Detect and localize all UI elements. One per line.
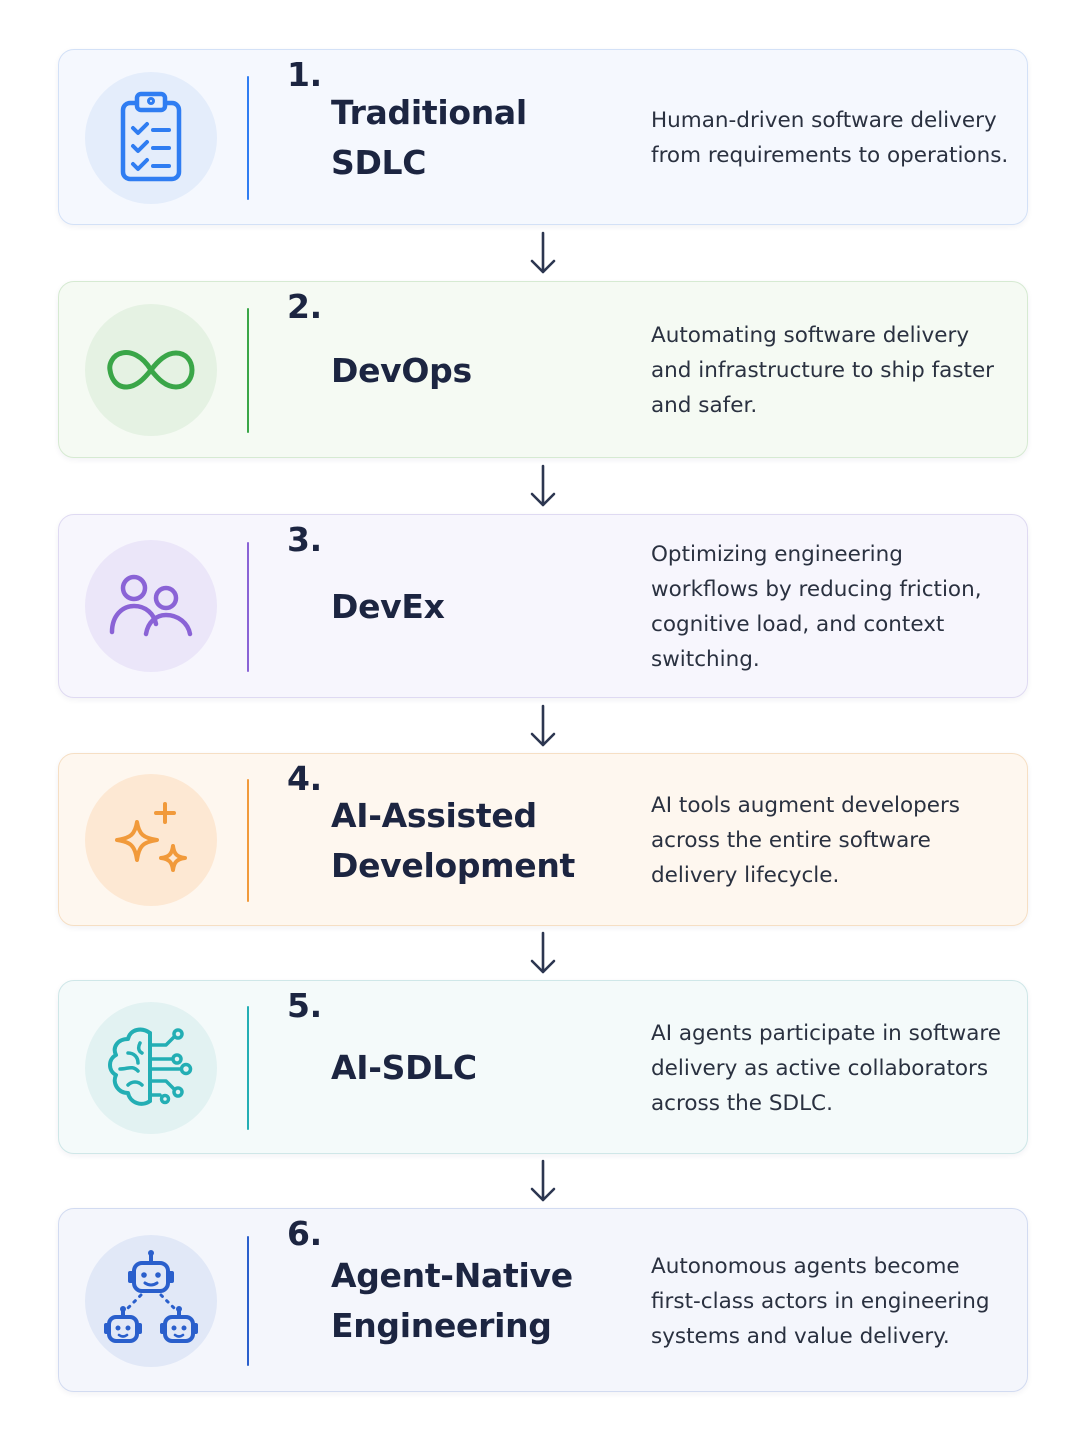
divider: [247, 1236, 249, 1366]
stage-title-text: AI-Assisted Development: [331, 795, 576, 885]
icon-circle: [85, 1235, 217, 1367]
stage-title: 6. Agent-Native Engineering: [287, 1209, 617, 1393]
stage-title-text: Traditional SDLC: [331, 93, 527, 182]
stage-title: 5. AI-SDLC: [287, 981, 617, 1155]
stage-title-text: DevOps: [331, 350, 472, 390]
stage-title: 3. DevEx: [287, 515, 617, 699]
stage-card-devops: 2. DevOps Automating software delivery a…: [58, 281, 1028, 458]
stage-number: 6.: [287, 1214, 322, 1253]
stage-card-ai-assisted-development: 4. AI-Assisted Development AI tools augm…: [58, 753, 1028, 926]
clipboard-checklist-icon: [120, 91, 182, 182]
people-icon: [109, 574, 193, 637]
stage-number: 2.: [287, 287, 322, 326]
stage-title: 1. Traditional SDLC: [287, 50, 617, 226]
stage-card-devex: 3. DevEx Optimizing engineering workflow…: [58, 514, 1028, 698]
stage-description: Optimizing engineering workflows by redu…: [651, 542, 982, 672]
stage-card-agent-native-engineering: 6. Agent-Native Engineering Autonomous a…: [58, 1208, 1028, 1392]
stage-title: 2. DevOps: [287, 282, 617, 459]
stage-description: Human-driven software delivery from requ…: [651, 108, 1009, 168]
stage-description: AI agents participate in software delive…: [651, 1020, 1001, 1116]
stage-title-text: AI-SDLC: [331, 1048, 477, 1087]
stage-description: Autonomous agents become first-class act…: [651, 1253, 990, 1349]
stage-title-text: Agent-Native Engineering: [331, 1256, 573, 1345]
stage-description: Automating software delivery and infrast…: [651, 323, 995, 418]
divider: [247, 542, 249, 672]
stage-number: 1.: [287, 55, 322, 94]
icon-circle: [85, 774, 217, 906]
down-arrow-icon: [530, 231, 556, 274]
stage-description: AI tools augment developers across the e…: [651, 793, 961, 888]
divider: [247, 76, 249, 200]
stage-title: 4. AI-Assisted Development: [287, 754, 617, 927]
infinity-icon: [107, 350, 195, 390]
down-arrow-icon: [530, 464, 556, 507]
divider: [247, 308, 249, 433]
stage-card-traditional-sdlc: 1. Traditional SDLC Human-driven softwar…: [58, 49, 1028, 225]
icon-circle: [85, 540, 217, 672]
icon-circle: [85, 72, 217, 204]
down-arrow-icon: [530, 1159, 556, 1202]
down-arrow-icon: [530, 931, 556, 974]
stage-number: 4.: [287, 759, 322, 798]
divider: [247, 1006, 249, 1130]
brain-circuit-icon: [108, 1027, 193, 1106]
icon-circle: [85, 304, 217, 436]
stage-number: 5.: [287, 986, 322, 1025]
sparkles-icon: [115, 802, 187, 872]
down-arrow-icon: [530, 704, 556, 747]
robot-network-icon: [104, 1250, 198, 1343]
icon-circle: [85, 1002, 217, 1134]
divider: [247, 779, 249, 902]
stage-title-text: DevEx: [331, 587, 445, 626]
stage-number: 3.: [287, 520, 322, 559]
stage-card-ai-sdlc: 5. AI-SDLC AI agents participate in soft…: [58, 980, 1028, 1154]
